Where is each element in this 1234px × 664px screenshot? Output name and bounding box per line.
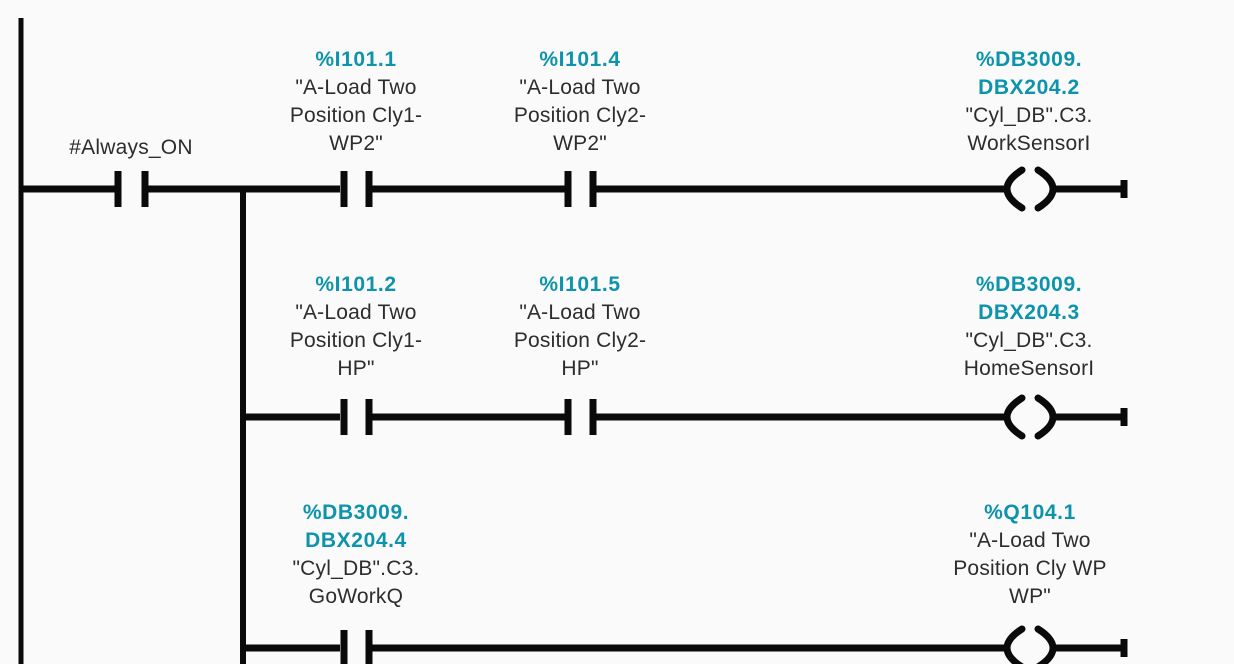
operand-rung1-contact1[interactable]: %I101.1 "A-Load Two Position Cly1- WP2": [290, 46, 422, 158]
operand-always-on[interactable]: #Always_ON: [69, 134, 192, 162]
operand-name-line: "A-Load Two: [969, 529, 1091, 552]
contact-rung2-cly1-hp[interactable]: [340, 399, 373, 435]
operand-address: %I101.2: [315, 273, 397, 296]
operand-rung3-coil[interactable]: %Q104.1 "A-Load Two Position Cly WP WP": [953, 499, 1107, 611]
operand-address: %I101.4: [539, 48, 621, 71]
operand-name-line: Position Cly WP: [953, 557, 1107, 580]
operand-name-line: "A-Load Two: [295, 301, 417, 324]
coil-cly-wp[interactable]: [1003, 625, 1057, 664]
contact-always-on[interactable]: [114, 171, 149, 207]
coil-paren-left: [1003, 166, 1026, 212]
operand-rung2-contact2[interactable]: %I101.5 "A-Load Two Position Cly2- HP": [514, 271, 646, 383]
operand-address: %DB3009.: [975, 273, 1083, 296]
coil-paren-right: [1034, 625, 1057, 664]
coil-homesensor[interactable]: [1003, 394, 1057, 440]
contact-rung1-cly1-wp2[interactable]: [340, 171, 373, 207]
operand-name-line: Position Cly1-: [289, 104, 423, 127]
operand-name-line: "A-Load Two: [295, 76, 417, 99]
operand-name-line: HomeSensorI: [963, 357, 1095, 380]
operand-address: %Q104.1: [984, 501, 1076, 524]
coil-paren-right: [1034, 394, 1057, 440]
contact-rung2-cly2-hp[interactable]: [564, 399, 597, 435]
operand-name-line: #Always_ON: [69, 136, 193, 159]
coil-paren-left: [1003, 394, 1026, 440]
operand-name-line: Position Cly1-: [289, 329, 423, 352]
operand-name-line: HP": [337, 357, 375, 380]
operand-address: DBX204.2: [978, 76, 1080, 99]
operand-name-line: Position Cly2-: [513, 329, 647, 352]
coil-paren-right: [1034, 166, 1057, 212]
operand-name-line: "Cyl_DB".C3.: [965, 104, 1093, 127]
operand-name-line: HP": [561, 357, 599, 380]
operand-name-line: "Cyl_DB".C3.: [965, 329, 1093, 352]
operand-name-line: WP": [1009, 585, 1051, 608]
operand-address: DBX204.4: [305, 529, 407, 552]
coil-worksensor[interactable]: [1003, 166, 1057, 212]
coil-paren-left: [1003, 625, 1026, 664]
operand-name-line: "Cyl_DB".C3.: [292, 557, 420, 580]
operand-address: DBX204.3: [978, 301, 1080, 324]
operand-rung1-coil[interactable]: %DB3009. DBX204.2 "Cyl_DB".C3. WorkSenso…: [965, 46, 1092, 158]
operand-name-line: WP2": [553, 132, 607, 155]
operand-address: %I101.5: [539, 273, 621, 296]
operand-name-line: WorkSensorI: [967, 132, 1091, 155]
operand-name-line: Position Cly2-: [513, 104, 647, 127]
operand-address: %DB3009.: [975, 48, 1083, 71]
operand-rung3-contact1[interactable]: %DB3009. DBX204.4 "Cyl_DB".C3. GoWorkQ: [292, 499, 419, 611]
operand-address: %I101.1: [315, 48, 397, 71]
operand-rung2-contact1[interactable]: %I101.2 "A-Load Two Position Cly1- HP": [290, 271, 422, 383]
operand-address: %DB3009.: [302, 501, 410, 524]
operand-name-line: "A-Load Two: [519, 76, 641, 99]
contact-rung3-goworkq[interactable]: [340, 630, 373, 664]
contact-rung1-cly2-wp2[interactable]: [564, 171, 597, 207]
operand-name-line: WP2": [329, 132, 383, 155]
operand-rung2-coil[interactable]: %DB3009. DBX204.3 "Cyl_DB".C3. HomeSenso…: [964, 271, 1095, 383]
operand-name-line: GoWorkQ: [308, 585, 404, 608]
operand-name-line: "A-Load Two: [519, 301, 641, 324]
operand-rung1-contact2[interactable]: %I101.4 "A-Load Two Position Cly2- WP2": [514, 46, 646, 158]
